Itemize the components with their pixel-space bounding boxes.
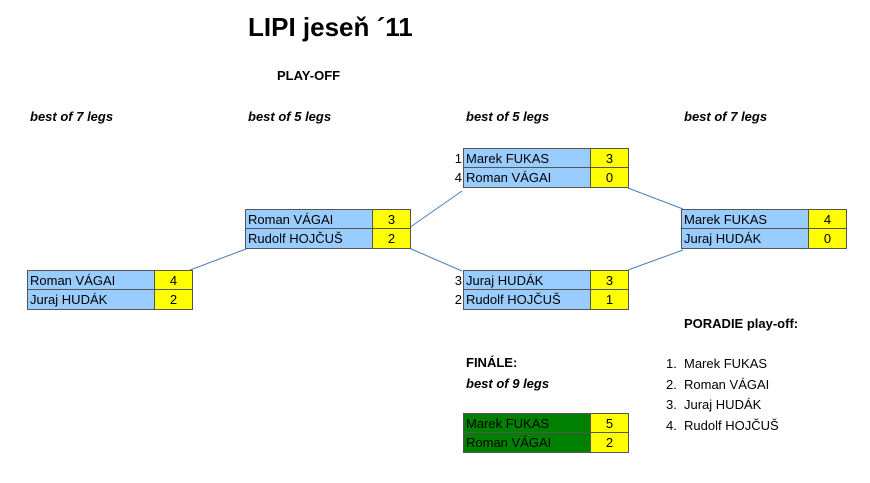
player-name: Roman VÁGAI — [28, 271, 154, 289]
ranking-name: Rudolf HOJČUŠ — [684, 417, 779, 433]
player-name: Roman VÁGAI — [464, 433, 590, 452]
playoff-label: PLAY-OFF — [277, 68, 341, 83]
player-score: 4 — [808, 210, 846, 228]
connector-r2-r3b — [408, 247, 463, 272]
match-player-row: Roman VÁGAI 3 — [245, 209, 411, 229]
player-name: Marek FUKAS — [464, 149, 590, 167]
player-name: Juraj HUDÁK — [28, 290, 154, 309]
player-seed: 1 — [454, 151, 462, 166]
player-score: 0 — [590, 168, 628, 187]
player-score: 3 — [590, 271, 628, 289]
page-title: LIPI jeseň ´11 — [248, 12, 413, 42]
player-score: 0 — [808, 229, 846, 248]
match-r1: Roman VÁGAI 4 Juraj HUDÁK 2 — [27, 270, 193, 310]
player-seed: 4 — [454, 170, 462, 185]
player-score: 2 — [590, 433, 628, 452]
ranking-number: 2. — [666, 376, 677, 392]
connector-r3a-r4 — [627, 187, 684, 210]
player-name: Marek FUKAS — [682, 210, 808, 228]
round-2-format: best of 5 legs — [248, 109, 332, 124]
round-1-format: best of 7 legs — [30, 109, 114, 124]
match-player-row: 4 Roman VÁGAI 0 — [455, 168, 629, 188]
player-seed: 2 — [454, 292, 462, 307]
ranking-name: Marek FUKAS — [684, 356, 768, 371]
ranking-number: 3. — [666, 397, 677, 412]
match-player-row: Rudolf HOJČUŠ 2 — [245, 229, 411, 249]
connector-r1-r2 — [189, 248, 247, 271]
match-player-row: Roman VÁGAI 4 — [27, 270, 193, 290]
match-player-row: 1 Marek FUKAS 3 — [455, 148, 629, 168]
player-score: 2 — [372, 229, 410, 248]
connector-r2-r3a — [408, 190, 463, 229]
match-r2: Roman VÁGAI 3 Rudolf HOJČUŠ 2 — [245, 209, 411, 249]
ranking-item: 1. Marek FUKAS — [666, 354, 779, 375]
player-name: Marek FUKAS — [464, 414, 590, 432]
player-score: 3 — [590, 149, 628, 167]
ranking-item: 2. Roman VÁGAI — [666, 375, 779, 396]
match-player-row: 3 Juraj HUDÁK 3 — [455, 270, 629, 290]
round-3-format: best of 5 legs — [466, 109, 550, 124]
player-name: Rudolf HOJČUŠ — [464, 290, 590, 309]
ranking-number: 1. — [666, 356, 677, 371]
player-name: Juraj HUDÁK — [682, 229, 808, 248]
ranking-title: PORADIE play-off: — [684, 316, 799, 331]
final-label: FINÁLE: — [466, 355, 518, 370]
match-player-row: Juraj HUDÁK 2 — [27, 290, 193, 310]
player-score: 3 — [372, 210, 410, 228]
ranking-name: Juraj HUDÁK — [684, 397, 762, 412]
match-r3-bottom: 3 Juraj HUDÁK 3 2 Rudolf HOJČUŠ 1 — [455, 270, 629, 310]
player-score: 4 — [154, 271, 192, 289]
round-4-format: best of 7 legs — [684, 109, 768, 124]
ranking-name: Roman VÁGAI — [684, 376, 770, 392]
match-final: Marek FUKAS 5 Roman VÁGAI 2 — [463, 413, 629, 453]
match-player-row: Marek FUKAS 4 — [681, 209, 847, 229]
match-player-row: Roman VÁGAI 2 — [463, 433, 629, 453]
ranking-item: 4. Rudolf HOJČUŠ — [666, 416, 779, 437]
player-seed: 3 — [454, 273, 462, 288]
player-name: Roman VÁGAI — [246, 210, 372, 228]
connector-r3b-r4 — [627, 249, 684, 271]
player-name: Roman VÁGAI — [464, 168, 590, 187]
match-player-row: Juraj HUDÁK 0 — [681, 229, 847, 249]
match-player-row: Marek FUKAS 5 — [463, 413, 629, 433]
match-r3-top: 1 Marek FUKAS 3 4 Roman VÁGAI 0 — [455, 148, 629, 188]
player-score: 1 — [590, 290, 628, 309]
player-name: Rudolf HOJČUŠ — [246, 229, 372, 248]
ranking-item: 3. Juraj HUDÁK — [666, 395, 779, 416]
player-name: Juraj HUDÁK — [464, 271, 590, 289]
match-r4: Marek FUKAS 4 Juraj HUDÁK 0 — [681, 209, 847, 249]
ranking-number: 4. — [666, 417, 677, 433]
match-player-row: 2 Rudolf HOJČUŠ 1 — [455, 290, 629, 310]
ranking-list: 1. Marek FUKAS 2. Roman VÁGAI 3. Juraj HUDÁ… — [666, 354, 779, 436]
player-score: 5 — [590, 414, 628, 432]
final-format: best of 9 legs — [466, 376, 550, 391]
player-score: 2 — [154, 290, 192, 309]
